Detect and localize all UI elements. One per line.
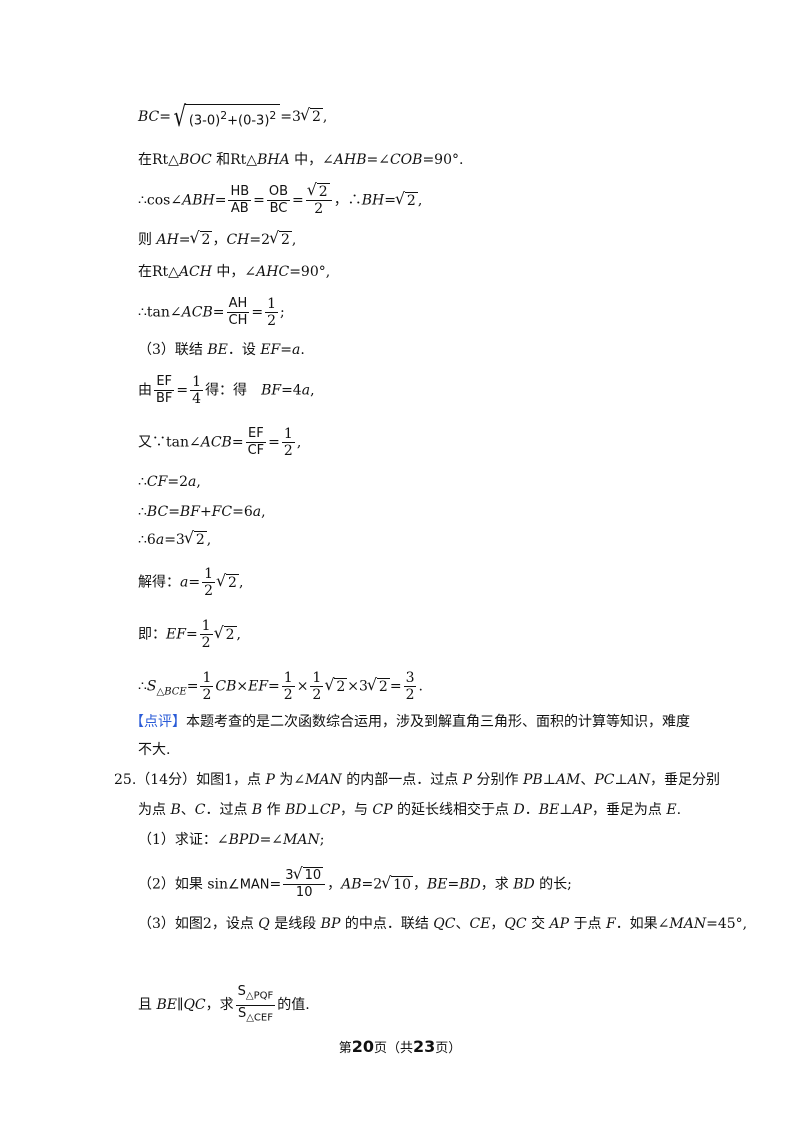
current-page: 20 [351, 1037, 374, 1056]
problem-25-line-2: 为点 B、C．过点 B 作 BD⊥CP，与 CP 的延长线相交于点 D．BE⊥A… [138, 802, 682, 818]
line-solve-a: 解得：a=122, [138, 566, 243, 599]
problem-number: 25. [114, 772, 137, 788]
line-bc-sum: ∴BC=BF+FC=6a, [138, 504, 266, 520]
line-triangle-ach: 在Rt△ACH 中，∠AHC=90°, [138, 264, 331, 280]
sqrt-expression: √(3-0)2+(0-3)2 [171, 103, 281, 131]
line-part3-intro: （3）联结 BE．设 EF=a. [138, 342, 305, 358]
line-ah-ch: 则 AH=2，CH=22, [138, 228, 296, 250]
total-pages: 23 [413, 1037, 436, 1056]
line-ef-value: 即：EF=122, [138, 618, 241, 651]
fraction: 31010 [283, 866, 326, 901]
line-right-triangles: 在Rt△BOC 和Rt△BHA 中，∠AHB=∠COB=90°. [138, 152, 464, 168]
line-bc-length: BC=√(3-0)2+(0-3)2=32, [138, 103, 327, 131]
problem-25-part-2: （2）如果 sin∠MAN=31010，AB=210，BE=BD，求 BD 的长… [138, 866, 572, 901]
problem-25-line-1: 25.（14分）如图1，点 P 为∠MAN 的内部一点．过点 P 分别作 PB⊥… [114, 772, 721, 788]
line-cf: ∴CF=2a, [138, 474, 201, 490]
line-6a: ∴6a=32, [138, 528, 211, 550]
fraction: 22 [305, 182, 332, 217]
comment-tag: 【点评】 [130, 714, 186, 730]
problem-25-part-1: （1）求证：∠BPD=∠MAN; [138, 832, 325, 848]
problem-25-part-3: （3）如图2，设点 Q 是线段 BP 的中点．联结 QC、CE，QC 交 AP … [138, 916, 748, 932]
comment-line-1: 【点评】本题考查的是二次函数综合运用，涉及到解直角三角形、面积的计算等知识，难度 [130, 714, 690, 730]
comment-line-2: 不大. [138, 742, 171, 758]
page-footer: 第20页（共23页） [338, 1037, 462, 1056]
